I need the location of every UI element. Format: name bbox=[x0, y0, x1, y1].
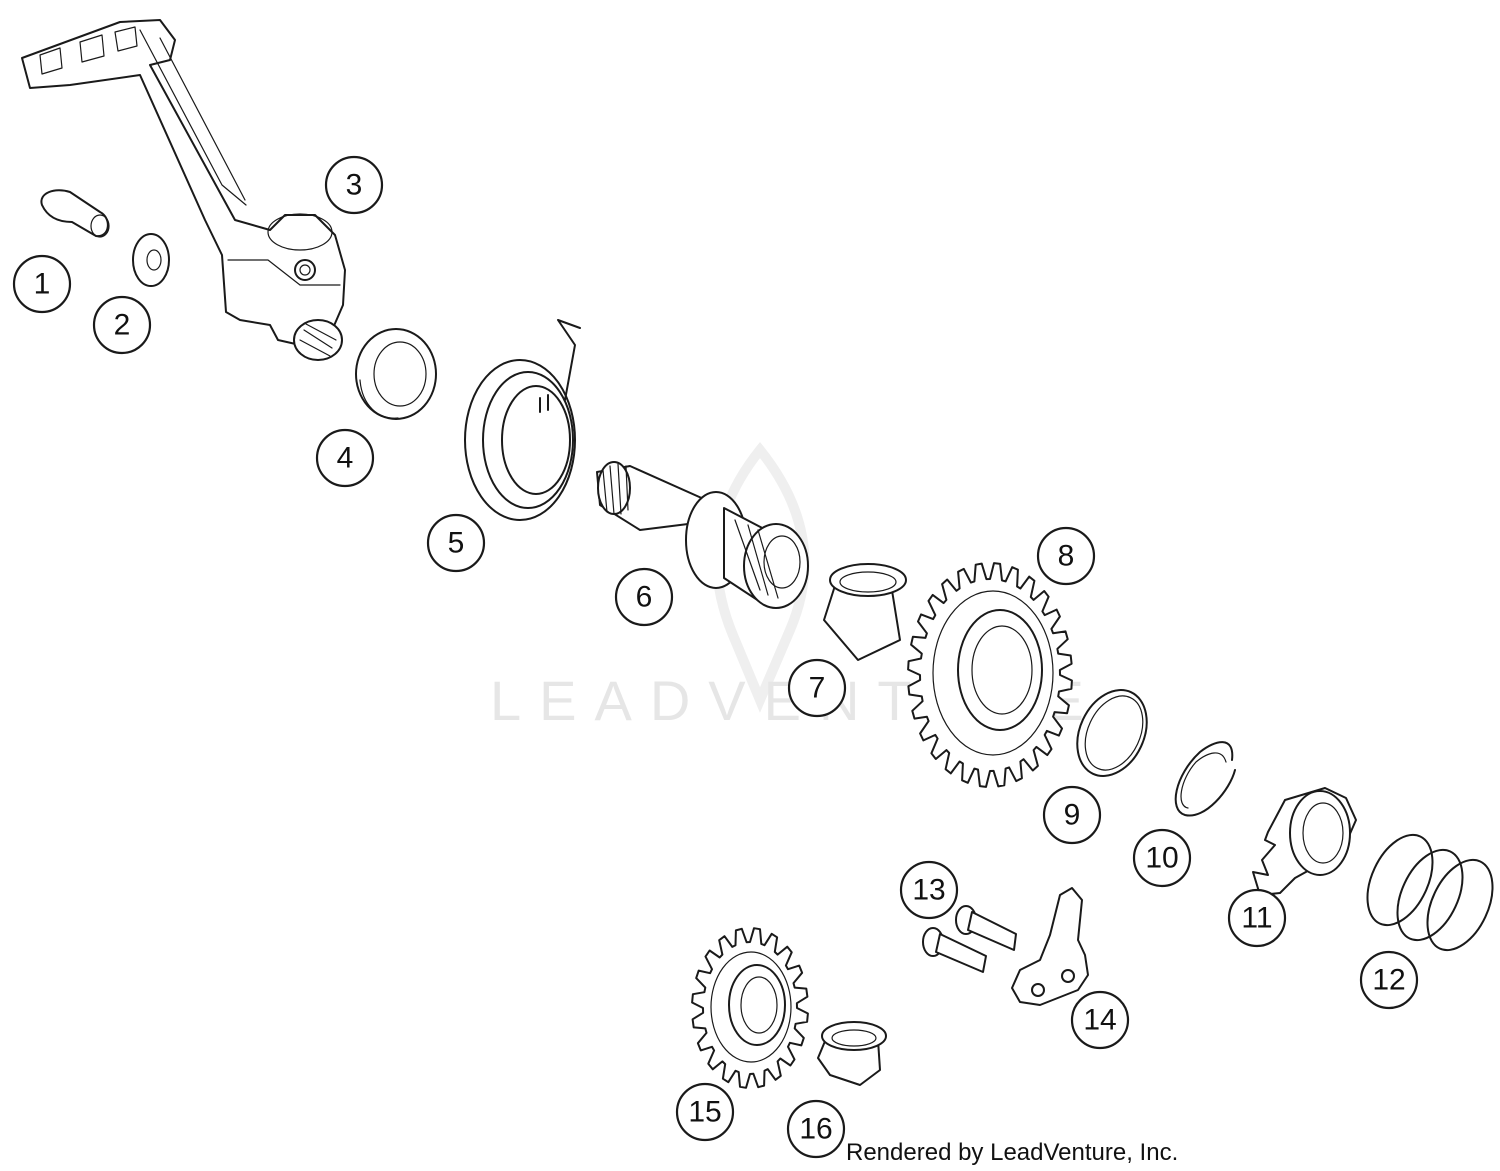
svg-text:15: 15 bbox=[688, 1096, 721, 1129]
svg-text:6: 6 bbox=[636, 581, 653, 614]
part-shaft-6 bbox=[596, 461, 809, 609]
svg-text:3: 3 bbox=[346, 169, 363, 202]
part-kick-lever bbox=[21, 19, 346, 361]
svg-text:1: 1 bbox=[34, 268, 51, 301]
part-seal-4 bbox=[355, 328, 437, 420]
part-guide-14 bbox=[1011, 887, 1089, 1006]
callout-10: 10 bbox=[1132, 828, 1192, 888]
part-spring-5 bbox=[464, 319, 581, 521]
svg-text:5: 5 bbox=[448, 527, 465, 560]
callout-16: 16 bbox=[786, 1099, 846, 1159]
callout-11: 11 bbox=[1227, 888, 1287, 948]
part-gear-8 bbox=[907, 562, 1073, 788]
svg-text:12: 12 bbox=[1372, 964, 1405, 997]
callout-3: 3 bbox=[324, 155, 384, 215]
callout-4: 4 bbox=[315, 428, 375, 488]
svg-text:14: 14 bbox=[1083, 1004, 1116, 1037]
callout-2: 2 bbox=[92, 295, 152, 355]
part-spring-12 bbox=[1366, 833, 1494, 952]
callout-9: 9 bbox=[1042, 785, 1102, 845]
svg-text:16: 16 bbox=[799, 1113, 832, 1146]
svg-text:11: 11 bbox=[1241, 902, 1272, 935]
svg-text:8: 8 bbox=[1058, 540, 1075, 573]
part-bolt-1 bbox=[40, 189, 110, 238]
svg-text:4: 4 bbox=[337, 442, 354, 475]
svg-text:13: 13 bbox=[912, 874, 945, 907]
callout-13: 13 bbox=[899, 860, 959, 920]
part-shim-9 bbox=[1076, 689, 1148, 777]
svg-text:2: 2 bbox=[114, 309, 131, 342]
part-gear-15 bbox=[691, 927, 809, 1089]
svg-text:7: 7 bbox=[809, 672, 826, 705]
callout-12: 12 bbox=[1359, 950, 1419, 1010]
part-bushing-7 bbox=[823, 563, 907, 661]
part-ratchet-11 bbox=[1252, 787, 1357, 896]
part-screws-13 bbox=[922, 905, 1017, 973]
callout-8: 8 bbox=[1036, 526, 1096, 586]
callout-6: 6 bbox=[614, 567, 674, 627]
callout-1: 1 bbox=[12, 254, 72, 314]
svg-text:9: 9 bbox=[1064, 799, 1081, 832]
callout-15: 15 bbox=[675, 1082, 735, 1142]
part-washer-2 bbox=[132, 233, 170, 287]
callout-14: 14 bbox=[1070, 990, 1130, 1050]
callout-7: 7 bbox=[787, 658, 847, 718]
footer-credit: Rendered by LeadVenture, Inc. bbox=[846, 1139, 1178, 1166]
part-bushing-16 bbox=[817, 1021, 887, 1086]
part-circlip-10 bbox=[1174, 741, 1236, 817]
svg-text:10: 10 bbox=[1145, 842, 1178, 875]
callout-5: 5 bbox=[426, 513, 486, 573]
